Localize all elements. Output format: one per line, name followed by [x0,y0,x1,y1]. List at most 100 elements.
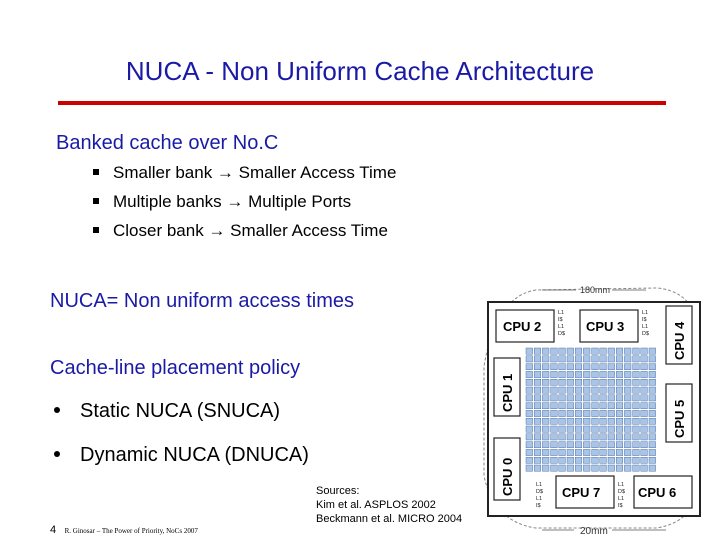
cache-bank [640,347,648,355]
cache-bank [583,371,591,378]
cache-bank-grid [525,347,656,472]
cache-bank [550,464,558,472]
cache-bank [574,456,582,464]
cache-bank [624,449,632,456]
cache-bank [591,441,599,449]
cache-bank [534,425,542,433]
cache-bank [558,441,566,449]
cache-bank [615,347,623,355]
cpu-label: CPU 4 [672,321,687,360]
cache-bank [591,433,599,441]
cache-bank [624,347,632,355]
cache-bank [648,378,656,386]
l1-label: D$ [642,331,649,337]
cache-bank [534,410,542,417]
bullet-text: Static NUCA (SNUCA) [80,400,281,422]
cache-bank [525,347,533,355]
cache-bank [607,394,615,402]
cache-bank [525,394,533,402]
cache-bank [640,449,648,456]
l1-label: L1 [618,496,624,502]
cache-bank [525,417,533,425]
cache-bank [591,355,599,363]
cache-bank [591,464,599,472]
cache-bank [624,464,632,472]
cache-bank [632,433,640,441]
cache-bank [525,386,533,394]
cpu-box [579,309,639,343]
cache-bank [550,371,558,378]
cache-bank [566,355,574,363]
cache-bank [640,417,648,425]
cache-bank [525,441,533,449]
l1-label: D$ [536,489,543,495]
heading-nuca-definition: NUCA= Non uniform access times [50,290,354,312]
l1-label: D$ [618,489,625,495]
cache-bank [615,355,623,363]
cache-bank [550,378,558,386]
cache-bank [566,425,574,433]
cache-bank [599,464,607,472]
cache-bank [566,456,574,464]
cache-bank [574,417,582,425]
cache-bank [574,371,582,378]
cpu-box [495,309,555,343]
cache-bank [632,363,640,370]
source-beckmann: Beckmann et al. MICRO 2004 [316,513,463,525]
cache-bank [632,347,640,355]
cache-bank [534,433,542,441]
bullet-text: Dynamic NUCA (DNUCA) [80,444,309,466]
cache-bank [599,425,607,433]
cache-bank [615,433,623,441]
cache-bank [599,456,607,464]
heading-placement-policy: Cache-line placement policy [50,357,301,379]
cache-bank [525,410,533,417]
sub-bullet-3: Closer bank → Smaller Access Time [93,221,388,241]
cache-bank [583,386,591,394]
cache-bank [534,363,542,370]
cache-bank [607,410,615,417]
cache-bank [607,363,615,370]
cache-bank [640,433,648,441]
cache-bank [542,386,550,394]
cpu-box [665,383,693,443]
cache-bank [632,417,640,425]
cache-bank [525,363,533,370]
cache-bank [550,425,558,433]
cache-bank [566,363,574,370]
cache-bank [534,441,542,449]
cache-bank [615,363,623,370]
cache-bank [648,456,656,464]
cache-bank [542,347,550,355]
heading-banked-cache: Banked cache over No.C [56,132,279,154]
sub-bullet-text: Closer bank → Smaller Access Time [113,221,388,240]
cache-bank [640,355,648,363]
cache-bank [574,410,582,417]
cache-bank [615,456,623,464]
cache-bank [648,417,656,425]
cache-bank [558,464,566,472]
cache-bank [583,441,591,449]
cache-bank [607,433,615,441]
cache-bank [558,425,566,433]
l1-label: L1 [642,324,648,330]
round-bullet-icon [54,450,60,457]
cache-bank [583,425,591,433]
cache-bank [566,464,574,472]
cache-bank [583,433,591,441]
cache-bank [591,449,599,456]
cache-bank [624,355,632,363]
cache-bank [607,417,615,425]
cache-bank [542,441,550,449]
cache-bank [550,394,558,402]
cache-bank [599,355,607,363]
cache-bank [640,394,648,402]
title-rule [58,101,666,105]
cache-bank [542,371,550,378]
cache-bank [566,417,574,425]
cache-bank [583,355,591,363]
cache-bank [607,456,615,464]
dimension-label-bottom: 20mm [580,526,608,537]
cache-bank [558,410,566,417]
cache-bank [607,378,615,386]
